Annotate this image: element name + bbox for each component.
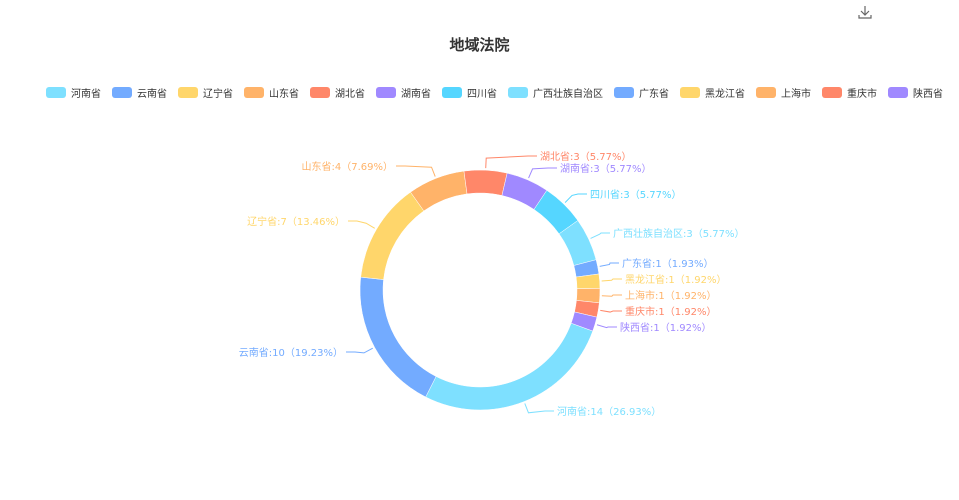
legend-label: 黑龙江省: [705, 89, 745, 100]
legend-swatch: [614, 87, 634, 98]
legend-item[interactable]: 重庆市: [822, 85, 877, 100]
data-label: 山东省:4（7.69%）: [302, 160, 394, 173]
legend-label: 湖北省: [335, 89, 365, 100]
legend-item[interactable]: 辽宁省: [178, 85, 233, 100]
legend-swatch: [680, 87, 700, 98]
legend-swatch: [442, 87, 462, 98]
legend-swatch: [756, 87, 776, 98]
legend-item[interactable]: 黑龙江省: [680, 85, 745, 100]
legend-item[interactable]: 湖南省: [376, 85, 431, 100]
data-label: 上海市:1（1.92%）: [625, 289, 717, 302]
legend-label: 山东省: [269, 89, 299, 100]
leader-line: [485, 155, 537, 169]
data-label: 湖北省:3（5.77%）: [540, 150, 632, 163]
legend-label: 云南省: [137, 89, 167, 100]
leader-line: [590, 232, 610, 239]
slice-12[interactable]: [570, 311, 598, 332]
slice-0[interactable]: [425, 322, 594, 411]
leader-line: [564, 193, 587, 203]
legend-label: 辽宁省: [203, 89, 233, 100]
legend-item[interactable]: 河南省: [46, 85, 101, 100]
legend-label: 重庆市: [847, 89, 877, 100]
legend-swatch: [244, 87, 264, 98]
legend-swatch: [822, 87, 842, 98]
legend-swatch: [112, 87, 132, 98]
leader-line: [348, 220, 376, 229]
data-label: 广西壮族自治区:3（5.77%）: [613, 227, 745, 240]
legend-item[interactable]: 广西壮族自治区: [508, 85, 603, 100]
legend-item[interactable]: 云南省: [112, 85, 167, 100]
legend-item[interactable]: 山东省: [244, 85, 299, 100]
legend: 河南省 云南省 辽宁省 山东省 湖北省 湖南省 四川省 广西壮族自治区 广东省 黑龙江省 上海市 重庆…: [46, 85, 943, 100]
leader-line: [346, 347, 373, 354]
legend-swatch: [178, 87, 198, 98]
leader-line: [601, 278, 622, 282]
legend-swatch: [46, 87, 66, 98]
leader-line: [596, 324, 617, 329]
data-label: 陕西省:1（1.92%）: [620, 321, 712, 334]
data-label: 辽宁省:7（13.46%）: [247, 215, 345, 228]
leader-line: [601, 294, 622, 297]
slice-1[interactable]: [359, 276, 437, 398]
legend-label: 陕西省: [913, 89, 943, 100]
data-label: 黑龙江省:1（1.92%）: [625, 273, 727, 286]
legend-swatch: [376, 87, 396, 98]
legend-item[interactable]: 上海市: [756, 85, 811, 100]
legend-label: 四川省: [467, 89, 497, 100]
legend-label: 河南省: [71, 89, 101, 100]
legend-label: 广东省: [639, 89, 669, 100]
data-label: 重庆市:1（1.92%）: [625, 305, 717, 318]
legend-item[interactable]: 陕西省: [888, 85, 943, 100]
chart-title: 地域法院: [449, 36, 510, 54]
legend-item[interactable]: 四川省: [442, 85, 497, 100]
data-label: 四川省:3（5.77%）: [590, 188, 682, 201]
legend-item[interactable]: 湖北省: [310, 85, 365, 100]
data-label: 云南省:10（19.23%）: [239, 346, 343, 359]
legend-label: 广西壮族自治区: [533, 89, 603, 100]
download-icon[interactable]: [857, 4, 873, 20]
slice-2[interactable]: [360, 191, 425, 280]
leader-line: [600, 309, 622, 313]
data-label: 河南省:14（26.93%）: [557, 405, 661, 418]
data-label: 湖南省:3（5.77%）: [560, 162, 652, 175]
leader-line: [396, 165, 436, 177]
legend-swatch: [310, 87, 330, 98]
leader-line: [524, 403, 554, 414]
leader-line: [599, 262, 619, 267]
legend-label: 湖南省: [401, 89, 431, 100]
slice-4[interactable]: [463, 169, 508, 196]
legend-item[interactable]: 广东省: [614, 85, 669, 100]
legend-swatch: [888, 87, 908, 98]
leader-line: [528, 167, 557, 179]
legend-label: 上海市: [781, 89, 811, 100]
legend-swatch: [508, 87, 528, 98]
data-label: 广东省:1（1.93%）: [622, 257, 714, 270]
